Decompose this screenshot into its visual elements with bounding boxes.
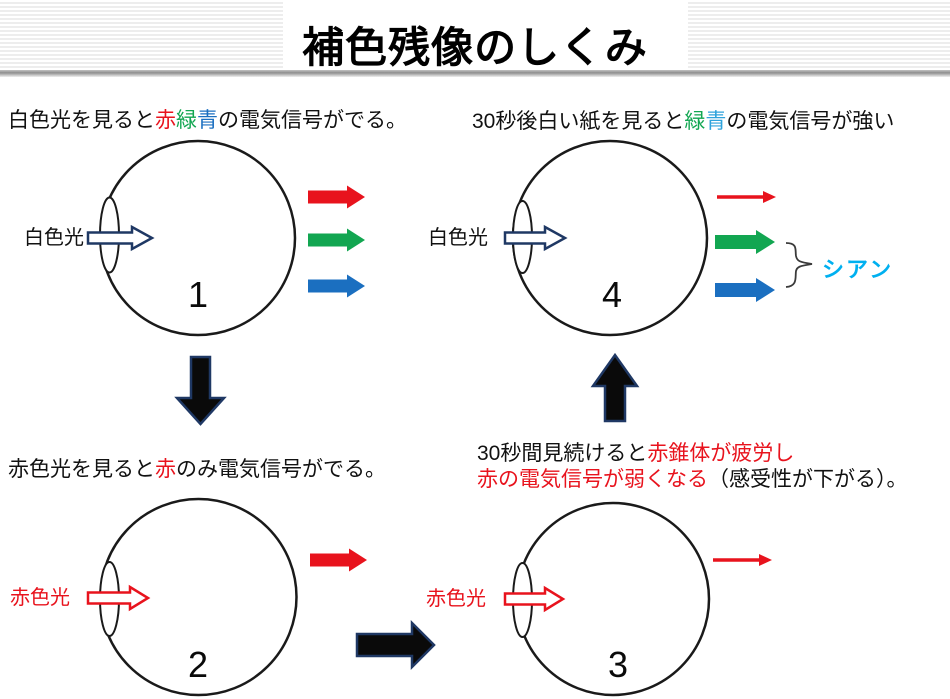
eye-3-number: 3 <box>607 644 629 685</box>
panel2-caption: 赤色光を見ると赤のみ電気信号がでる。 <box>8 457 386 483</box>
step-down-arrow-icon <box>174 355 227 426</box>
eye-4-number: 4 <box>601 274 623 315</box>
caption-segment: の電気信号がでる。 <box>218 109 407 132</box>
step-up-arrow-icon <box>590 352 640 423</box>
eye-3 <box>503 501 772 697</box>
caption-segment: 30秒後白い紙を見ると <box>472 110 685 133</box>
eye-1-number: 1 <box>187 274 209 315</box>
cyan-annotation-label: シアン <box>822 257 894 282</box>
caption-segment: の電気信号が強い <box>726 110 895 133</box>
weak-red-signal-arrow-icon <box>717 191 776 203</box>
white-light-arrow-icon <box>86 224 155 252</box>
panel3-caption-line2: 赤の電気信号が弱くなる（感受性が下がる）。 <box>477 467 908 493</box>
white-light-arrow-icon <box>503 224 568 252</box>
caption-segment: 赤色光を見ると <box>8 458 155 481</box>
green-signal-arrow-icon <box>715 230 775 254</box>
page-title: 補色残像のしくみ <box>302 24 648 71</box>
eye-2-number: 2 <box>187 644 209 685</box>
panel4-caption: 30秒後白い紙を見ると緑青の電気信号が強い <box>472 109 894 135</box>
step-right-arrow-icon <box>355 619 436 671</box>
panel3-caption: 30秒間見続けると赤錐体が疲労し 赤の電気信号が弱くなる（感受性が下がる）。 <box>477 441 908 493</box>
caption-segment: 30秒間見続けると <box>477 442 648 465</box>
eye-2 <box>86 497 367 697</box>
caption-segment: （感受性が下がる）。 <box>708 468 908 491</box>
red-signal-arrow-icon <box>308 185 365 209</box>
panel3-light-label: 赤色光 <box>426 588 486 610</box>
eye-1 <box>86 139 365 337</box>
panel2-light-label: 赤色光 <box>10 587 70 609</box>
panel1-caption: 白色光を見ると赤緑青の電気信号がでる。 <box>8 108 407 134</box>
caption-segment-green: 緑 <box>684 110 706 133</box>
red-signal-arrow-icon <box>310 548 367 572</box>
caption-segment-lightblue: 青 <box>705 110 727 133</box>
blue-signal-arrow-icon <box>715 278 775 302</box>
red-light-arrow-icon <box>86 584 151 612</box>
panel1-light-label: 白色光 <box>24 227 84 249</box>
caption-segment: 白色光を見ると <box>8 109 155 132</box>
panel4-light-label: 白色光 <box>428 227 488 249</box>
caption-segment-blue: 青 <box>197 109 218 132</box>
caption-segment-red: 赤の電気信号が弱くなる <box>477 468 708 491</box>
caption-segment-green: 緑 <box>176 109 197 132</box>
panel3-caption-line1: 30秒間見続けると赤錐体が疲労し <box>477 441 908 467</box>
caption-segment-red: 赤錐体が疲労し <box>647 442 795 465</box>
caption-segment-red: 赤 <box>155 458 176 481</box>
red-light-arrow-icon <box>503 585 566 613</box>
header-divider <box>0 70 950 77</box>
eye-4 <box>503 139 813 337</box>
cyan-brace-icon <box>785 242 813 288</box>
caption-segment-red: 赤 <box>155 109 176 132</box>
green-signal-arrow-icon <box>308 228 365 252</box>
blue-signal-arrow-icon <box>308 274 365 298</box>
title-plate <box>283 0 688 70</box>
caption-segment: のみ電気信号がでる。 <box>176 458 386 481</box>
weak-red-signal-arrow-icon <box>713 554 772 566</box>
